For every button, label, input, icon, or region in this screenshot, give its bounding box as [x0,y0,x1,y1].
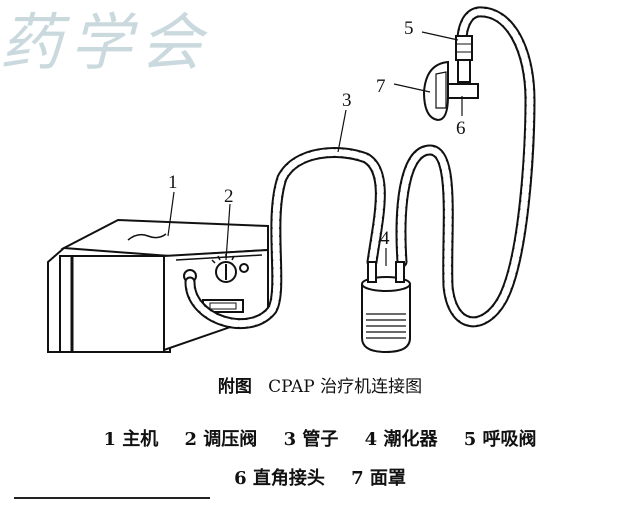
face-mask [422,60,449,122]
label-4: 4 [380,228,390,249]
label-3: 3 [342,90,352,111]
legend-line-2: 6 直角接头 7 面罩 [0,464,640,490]
label-6: 6 [456,118,466,139]
label-5: 5 [404,18,414,39]
cpap-connection-diagram: 1 2 3 4 5 6 7 [47,6,536,354]
legend-item: 3 管子 [283,429,339,450]
caption-title: CPAP 治疗机连接图 [268,377,423,397]
watermark-text: 药学会 [0,6,211,79]
main-unit [47,218,269,353]
breathing-valve [455,35,473,83]
legend-item: 7 面罩 [351,468,406,489]
legend-item: 1 主机 [103,429,159,450]
label-2: 2 [224,186,234,207]
legend-item: 5 呼吸阀 [463,429,537,450]
label-7: 7 [376,76,386,97]
legend-item: 2 调压阀 [184,429,258,450]
caption-prefix: 附图 [217,377,252,397]
label-1: 1 [168,172,178,193]
footnote-rule [14,497,210,499]
legend-item: 6 直角接头 [234,468,325,489]
right-angle-connector [445,83,479,99]
figure-caption: 附图 CPAP 治疗机连接图 [0,372,640,397]
legend-line-1: 1 主机 2 调压阀 3 管子 4 潮化器 5 呼吸阀 [0,425,640,451]
humidifier [361,261,411,354]
legend-item: 4 潮化器 [364,429,438,450]
